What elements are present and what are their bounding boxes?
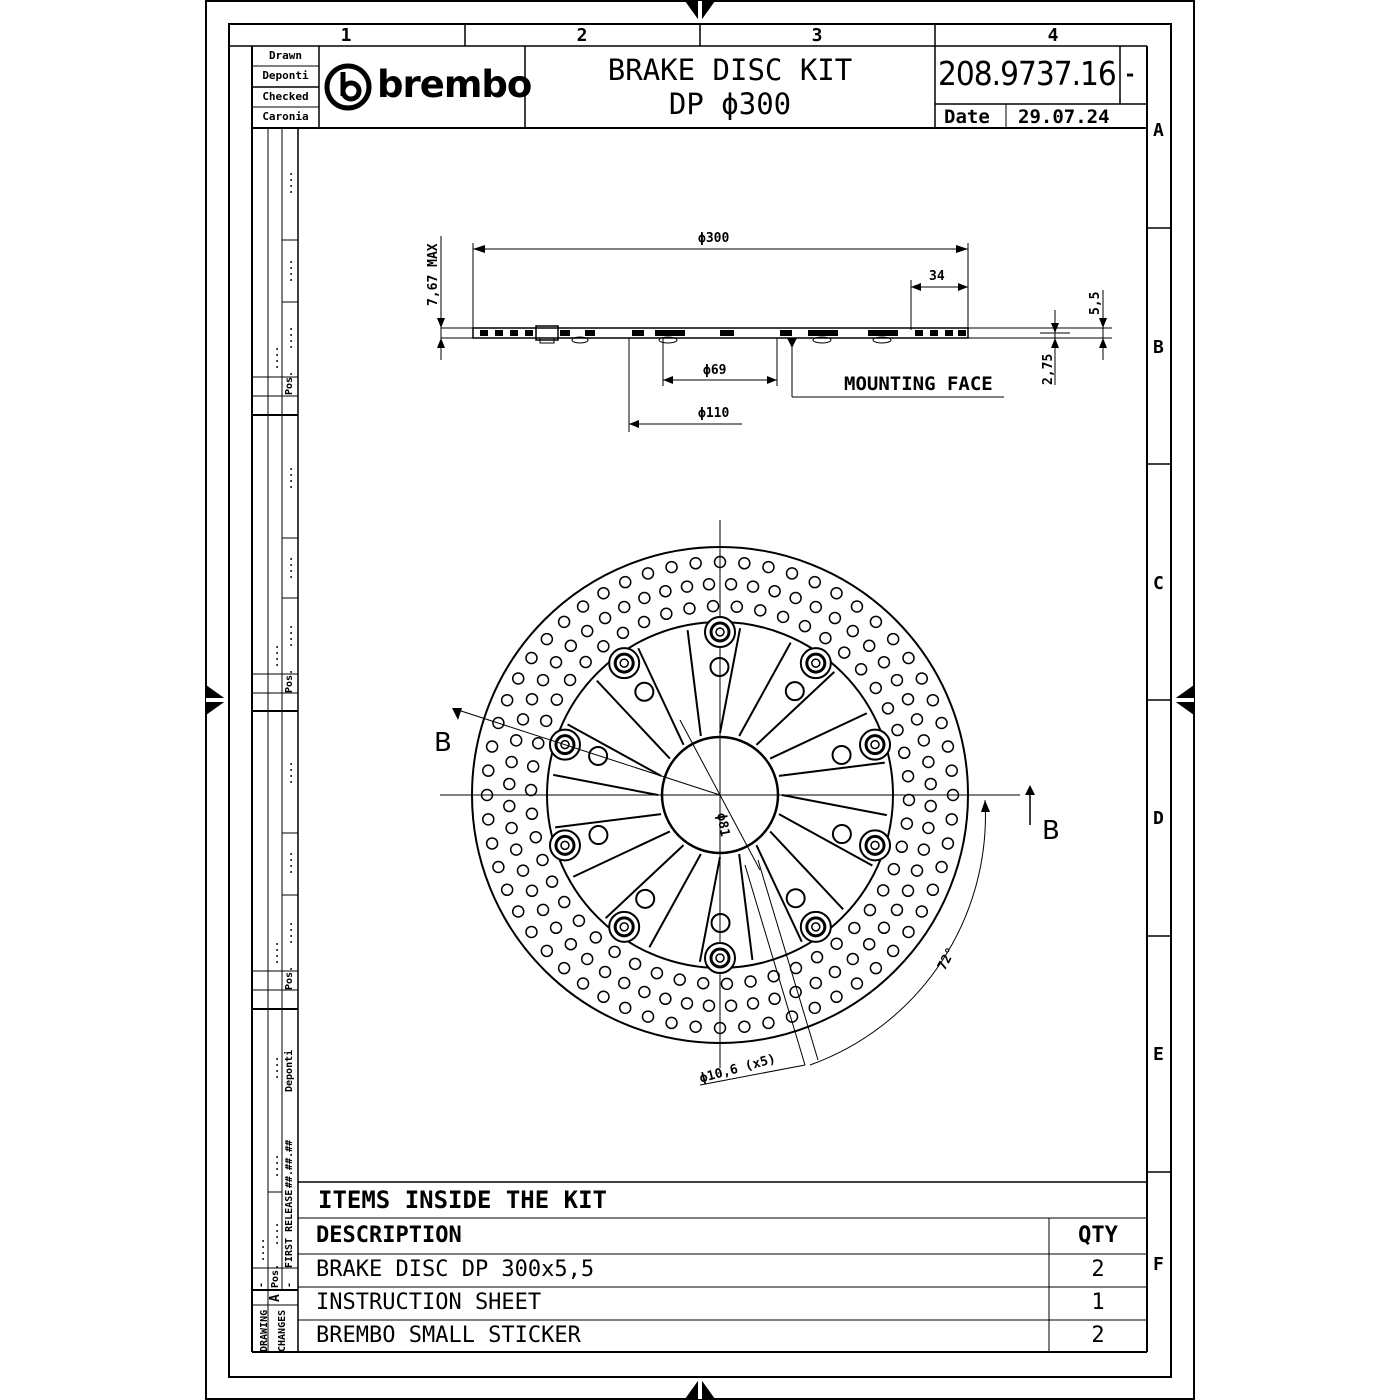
- mounting-face-label: MOUNTING FACE: [844, 373, 993, 395]
- checked-label: Checked: [262, 90, 309, 103]
- disc-front-view: [440, 520, 1035, 1086]
- kit-col-qty: QTY: [1078, 1223, 1118, 1248]
- column-number: 3: [811, 25, 823, 46]
- drawn-label: Drawn: [268, 49, 303, 62]
- brembo-logo-icon: [324, 63, 372, 111]
- row-letter: F: [1153, 1254, 1164, 1275]
- kit-item-description: BRAKE DISC DP 300x5,5: [316, 1257, 595, 1282]
- kit-heading: ITEMS INSIDE THE KIT: [318, 1186, 607, 1214]
- column-number: 1: [340, 25, 352, 46]
- title-line-2: DP ϕ300: [668, 87, 792, 121]
- date-label: Date: [944, 106, 990, 128]
- part-number: 208.9737.16: [938, 54, 1117, 93]
- row-letter: E: [1153, 1044, 1164, 1065]
- kit-item-qty: 1: [1091, 1290, 1105, 1315]
- row-letter: B: [1153, 337, 1164, 358]
- revision-box: -: [1124, 62, 1137, 86]
- title-block-lines: [252, 46, 1147, 129]
- title-line-1: BRAKE DISC KIT: [607, 53, 853, 87]
- dim-band-width: 34: [929, 269, 945, 284]
- date-value: 29.07.24: [1018, 106, 1110, 128]
- disc-side-view: [437, 236, 1112, 432]
- dim-inner-diameter: ϕ69: [703, 363, 727, 378]
- brembo-logo-text: brembo: [377, 63, 532, 106]
- kit-table-lines: [298, 1181, 1147, 1352]
- row-letter: C: [1153, 573, 1164, 594]
- dim-pcd: ϕ110: [698, 406, 730, 421]
- kit-item-qty: 2: [1091, 1323, 1105, 1348]
- row-letter: A: [1153, 120, 1164, 141]
- drawn-name: Deponti: [262, 69, 309, 82]
- section-label-b: B: [1042, 816, 1060, 846]
- section-label-b: B: [434, 728, 452, 758]
- kit-col-description: DESCRIPTION: [316, 1223, 462, 1248]
- side-strip-lines: [252, 128, 298, 1352]
- column-number: 4: [1047, 25, 1059, 46]
- kit-item-qty: 2: [1091, 1257, 1105, 1282]
- kit-item-description: BREMBO SMALL STICKER: [316, 1323, 581, 1348]
- kit-item-description: INSTRUCTION SHEET: [316, 1290, 542, 1315]
- column-number: 2: [576, 25, 588, 46]
- dim-outer-diameter: ϕ300: [698, 231, 730, 246]
- checked-name: Caronia: [262, 110, 309, 123]
- row-letter: D: [1153, 808, 1164, 829]
